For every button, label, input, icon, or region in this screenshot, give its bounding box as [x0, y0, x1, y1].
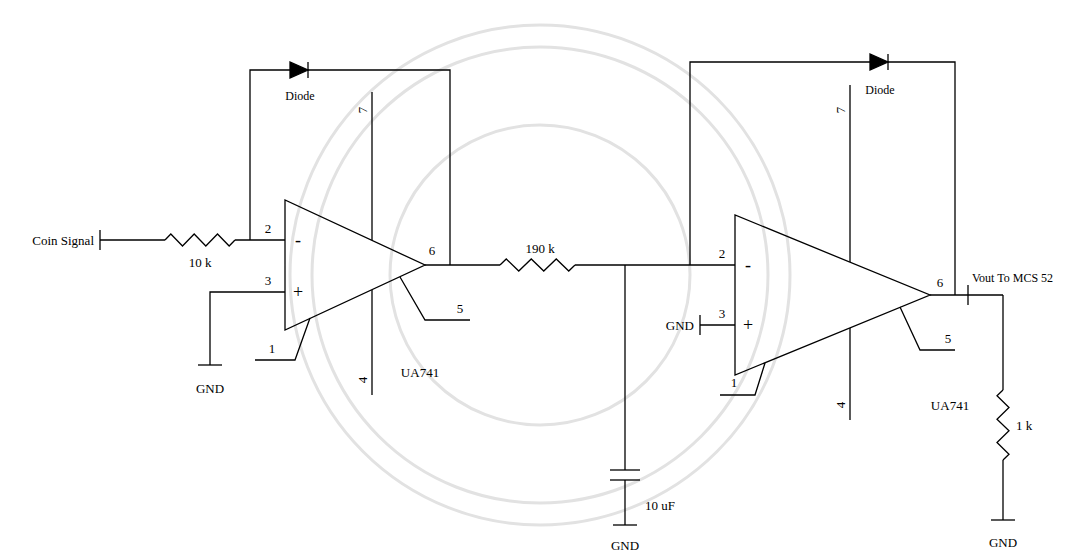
- resistor-symbol: [165, 234, 235, 246]
- component-value: 1 k: [1016, 419, 1032, 432]
- input-sign: +: [293, 283, 303, 301]
- wire: [235, 239, 285, 240]
- signal-name: GND: [989, 536, 1017, 549]
- component-name: Diode: [865, 84, 894, 96]
- pin-lead: [849, 328, 850, 420]
- pin-lead: [255, 318, 310, 360]
- part-name: UA741: [401, 366, 439, 379]
- resistor-symbol: [500, 259, 575, 271]
- pin-number: 7: [834, 107, 847, 114]
- pin-number: 5: [945, 332, 952, 345]
- signal-name: GND: [666, 319, 694, 332]
- pin-number: 6: [937, 276, 944, 289]
- pin-number: 1: [269, 342, 276, 355]
- capacitor-plate: [610, 469, 640, 470]
- pin-number: 7: [356, 107, 369, 114]
- pin-number: 5: [457, 302, 464, 315]
- pin-number: 2: [719, 247, 726, 260]
- signal-name: Coin Signal: [32, 234, 94, 247]
- wire: [624, 480, 625, 525]
- pin-lead: [900, 307, 955, 350]
- pin-number: 2: [265, 222, 272, 235]
- pin-lead: [400, 277, 470, 320]
- pin-number: 3: [719, 307, 726, 320]
- watermark: [290, 25, 790, 525]
- pin-lead: [720, 363, 765, 395]
- input-sign: -: [295, 231, 301, 249]
- watermark-ring: [312, 47, 768, 503]
- wire: [250, 70, 290, 240]
- wire: [575, 264, 735, 265]
- pin-lead: [849, 85, 850, 262]
- watermark-ring: [390, 125, 690, 425]
- diode-symbol: [870, 54, 888, 70]
- wire: [1002, 460, 1003, 520]
- signal-name: GND: [611, 539, 639, 552]
- diode-symbol: [290, 62, 308, 78]
- pin-number: 1: [731, 376, 738, 389]
- input-sign: +: [743, 316, 753, 334]
- wire: [1002, 295, 1003, 390]
- input-sign: -: [745, 256, 751, 274]
- resistor-symbol: [997, 390, 1009, 460]
- pin-number: 3: [265, 274, 272, 287]
- signal-name: GND: [196, 382, 224, 395]
- wire: [425, 264, 500, 265]
- ground-symbol: [613, 524, 637, 525]
- signal-name: Vout To MCS 52: [972, 272, 1053, 284]
- wire: [690, 62, 870, 265]
- pin-lead: [371, 92, 372, 240]
- wire: [308, 70, 450, 265]
- component-value: 10 k: [189, 256, 212, 269]
- component-value: 190 k: [525, 242, 554, 255]
- ground-symbol: [198, 364, 222, 365]
- pin-number: 6: [429, 244, 436, 257]
- wire: [700, 324, 735, 325]
- wire: [100, 239, 165, 240]
- watermark-ring: [290, 25, 790, 525]
- pin-number: 4: [834, 402, 847, 409]
- opamp-symbol: [285, 200, 425, 330]
- wire: [888, 62, 955, 295]
- pin-number: 4: [356, 377, 369, 384]
- opamp-symbol: [735, 215, 930, 375]
- port-marker: [967, 285, 968, 305]
- pin-lead: [371, 290, 372, 395]
- component-name: Diode: [285, 90, 314, 102]
- wire: [624, 265, 625, 470]
- wire: [210, 292, 285, 365]
- wire: [930, 294, 1003, 295]
- part-name: UA741: [931, 399, 969, 412]
- component-value: 10 uF: [645, 499, 675, 512]
- ground-symbol: [991, 519, 1015, 520]
